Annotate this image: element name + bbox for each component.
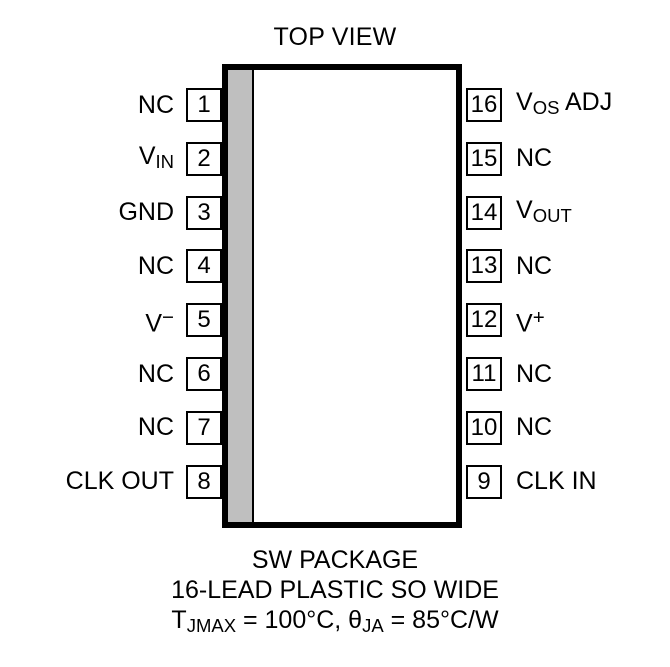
pin-label-12: V+: [516, 305, 545, 337]
package-body-outline: [222, 64, 462, 528]
pin-number-box-13: 13: [466, 249, 502, 284]
pin-number-box-4: 4: [186, 249, 222, 284]
view-title: TOP VIEW: [273, 23, 397, 51]
pin-row-1: NC 1: [0, 88, 222, 122]
pin-row-6: NC 6: [0, 357, 222, 391]
pin-label-2: VIN: [138, 141, 174, 172]
pin-number-box-16: 16: [466, 88, 502, 122]
pin-label-8: CLK OUT: [65, 467, 174, 496]
pin-row-3: GND 3: [0, 195, 222, 230]
pin-number-box-6: 6: [186, 357, 222, 391]
pin-number-box-15: 15: [466, 141, 502, 176]
package-pin1-stripe: [228, 70, 254, 522]
pin-label-9: CLK IN: [516, 467, 597, 496]
pin-label-16: VOS ADJ: [516, 87, 613, 119]
pin-row-4: NC 4: [0, 249, 222, 284]
pin-label-11: NC: [516, 359, 553, 388]
pin-label-6: NC: [137, 359, 174, 388]
pin-label-7: NC: [137, 413, 174, 442]
pin-row-12: 12 V+: [462, 303, 670, 338]
pin-row-10: 10 NC: [462, 410, 670, 445]
pin-number-box-7: 7: [186, 410, 222, 445]
pin-row-14: 14 VOUT: [462, 195, 670, 230]
pin-label-14: VOUT: [516, 195, 572, 226]
pin-label-15: NC: [516, 144, 553, 173]
pin-label-5: V−: [145, 305, 174, 337]
pin-row-8: CLK OUT 8: [0, 464, 222, 499]
pin-number-box-2: 2: [186, 141, 222, 176]
pin-row-16: 16 VOS ADJ: [462, 88, 670, 122]
pin-number-box-1: 1: [186, 88, 222, 122]
pin-label-1: NC: [137, 90, 174, 119]
pin-row-7: NC 7: [0, 410, 222, 445]
pin-row-5: V− 5: [0, 303, 222, 338]
pin-row-9: 9 CLK IN: [462, 464, 670, 499]
pin-row-2: VIN 2: [0, 141, 222, 176]
pin-number-box-10: 10: [466, 410, 502, 445]
pin-number-box-5: 5: [186, 303, 222, 338]
pin-number-box-3: 3: [186, 195, 222, 230]
pin-label-3: GND: [118, 198, 174, 227]
caption-line-3: TJMAX = 100°C, θJA = 85°C/W: [171, 606, 499, 637]
caption-line-2: 16-LEAD PLASTIC SO WIDE: [171, 576, 499, 604]
pin-row-15: 15 NC: [462, 141, 670, 176]
pin-label-10: NC: [516, 413, 553, 442]
pin-row-11: 11 NC: [462, 357, 670, 391]
pin-number-box-9: 9: [466, 464, 502, 499]
pin-label-13: NC: [516, 251, 553, 280]
pin-number-box-12: 12: [466, 303, 502, 338]
pin-label-4: NC: [137, 251, 174, 280]
pin-row-13: 13 NC: [462, 249, 670, 284]
pin-number-box-11: 11: [466, 357, 502, 391]
caption-line-1: SW PACKAGE: [251, 546, 419, 574]
pin-number-box-14: 14: [466, 195, 502, 230]
pin-number-box-8: 8: [186, 464, 222, 499]
